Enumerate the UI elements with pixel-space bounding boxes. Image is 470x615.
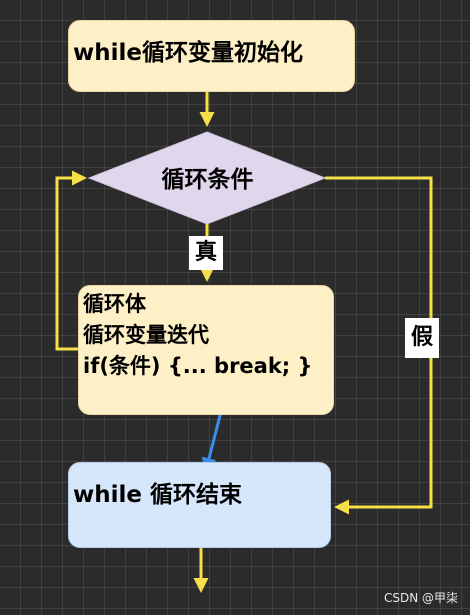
true-label: 真 <box>189 236 223 270</box>
init-box-text: while循环变量初始化 <box>73 40 303 66</box>
arrow-loop-back <box>55 170 87 351</box>
loop-body-box: 循环体 循环变量迭代 if(条件) {... break; } <box>78 285 334 415</box>
body-line-1: 循环体 <box>83 292 146 316</box>
body-line-3: if(条件) {... break; } <box>83 354 313 378</box>
false-label: 假 <box>405 318 439 358</box>
init-box: while循环变量初始化 <box>68 20 355 92</box>
body-line-2: 循环变量迭代 <box>83 323 209 347</box>
watermark: CSDN @甲柒 <box>383 591 458 605</box>
end-box: while 循环结束 <box>68 462 331 548</box>
condition-label: 循环条件 <box>161 167 254 193</box>
end-box-text: while 循环结束 <box>73 482 242 508</box>
